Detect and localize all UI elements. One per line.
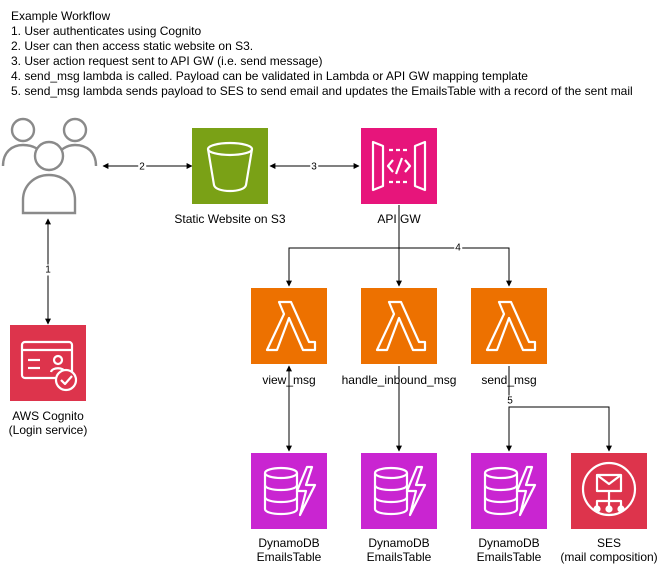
edge-label: 4: [454, 242, 462, 254]
lambda-icon: [361, 288, 437, 364]
workflow-step: 1. User authenticates using Cognito: [11, 24, 202, 38]
workflow-step: 2. User can then access static website o…: [11, 39, 254, 53]
edge-label: 1: [44, 264, 52, 276]
dynamodb-icon: [251, 453, 327, 529]
edge-label: 5: [506, 395, 514, 407]
users-icon: [0, 116, 100, 220]
edge-label: 2: [138, 161, 146, 173]
edge-apigw-view: [286, 247, 399, 287]
s3-label: Static Website on S3: [174, 212, 286, 226]
handle-inbound-msg-label: handle_inbound_msg: [341, 373, 457, 387]
cognito-label: AWS Cognito (Login service): [8, 409, 88, 437]
dynamodb-icon: [471, 453, 547, 529]
send-msg-label: send_msg: [481, 373, 537, 387]
edge-send-ses: [509, 406, 612, 452]
dynamodb-label: DynamoDB EmailsTable: [366, 536, 432, 564]
workflow-step: 5. send_msg lambda sends payload to SES …: [11, 84, 633, 98]
dynamodb-label: DynamoDB EmailsTable: [476, 536, 542, 564]
api-gateway-icon: [361, 128, 437, 204]
workflow-step: 4. send_msg lambda is called. Payload ca…: [11, 69, 528, 83]
s3-bucket-icon: [192, 128, 268, 204]
view-msg-label: view_msg: [262, 373, 316, 387]
ses-icon: [571, 453, 647, 529]
apigw-label: API GW: [377, 212, 421, 226]
lambda-icon: [251, 288, 327, 364]
cognito-icon: [10, 325, 86, 401]
dynamodb-icon: [361, 453, 437, 529]
workflow-step: 3. User action request sent to API GW (i…: [11, 54, 323, 68]
workflow-notes: Example Workflow 1. User authenticates u…: [11, 9, 633, 99]
workflow-title: Example Workflow: [11, 9, 111, 23]
edge-apigw-send: [399, 247, 512, 287]
lambda-icon: [471, 288, 547, 364]
edge-label: 3: [310, 161, 318, 173]
ses-label: SES (mail composition): [560, 536, 658, 564]
dynamodb-label: DynamoDB EmailsTable: [256, 536, 322, 564]
